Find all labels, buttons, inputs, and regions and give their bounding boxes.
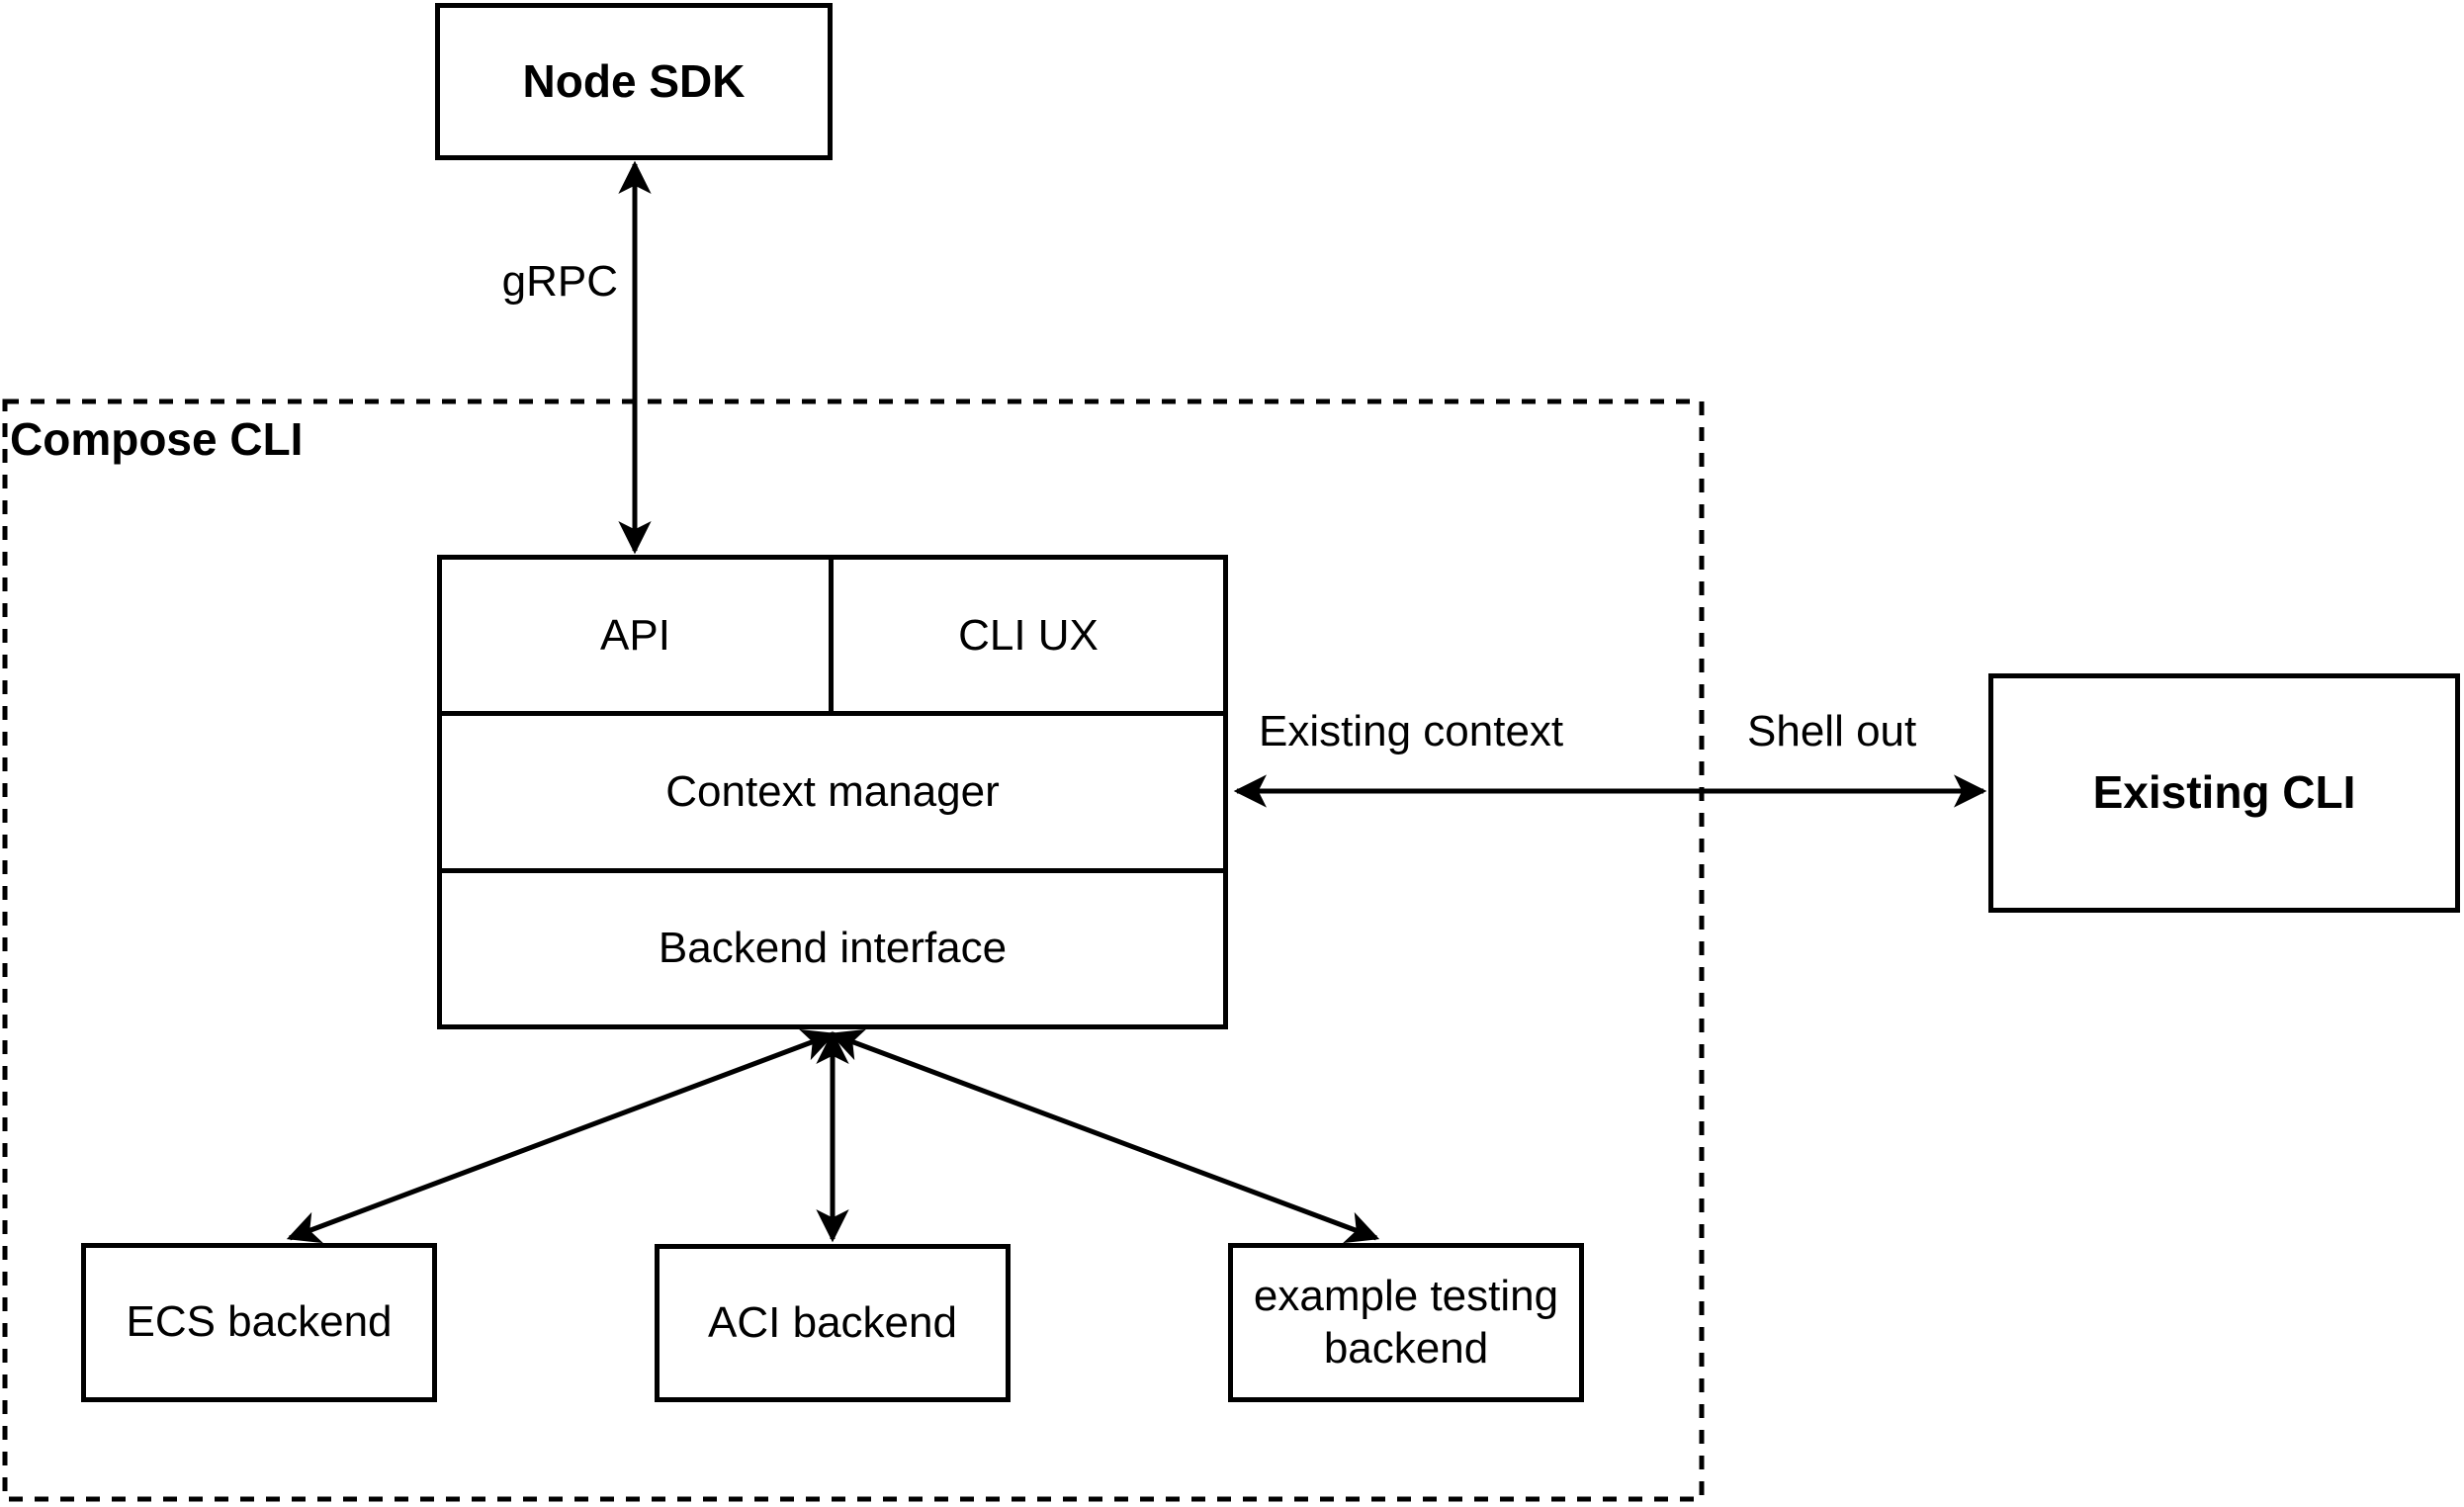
example-testing-backend-label: example testing backend <box>1253 1271 1559 1373</box>
node-sdk-label: Node SDK <box>522 54 746 107</box>
backend-interface-label: Backend interface <box>658 924 1008 973</box>
aci-backend-label: ACI backend <box>708 1297 957 1347</box>
ecs-backend-box: ECS backend <box>81 1243 437 1402</box>
cli-ux-label: CLI UX <box>958 610 1099 660</box>
shell-out-edge-label: Shell out <box>1747 707 1917 755</box>
existing-cli-box: Existing CLI <box>1988 673 2460 913</box>
aci-backend-box: ACI backend <box>655 1244 1011 1402</box>
cli-ux-cell: CLI UX <box>834 560 1223 711</box>
grpc-edge-label: gRPC <box>501 257 618 306</box>
api-cell: API <box>442 560 834 712</box>
compose-cli-container-label: Compose CLI <box>10 413 304 465</box>
existing-cli-label: Existing CLI <box>2092 766 2356 819</box>
ecs-backend-arrow <box>286 1028 836 1244</box>
ecs-backend-label: ECS backend <box>126 1297 393 1347</box>
backend-interface-cell: Backend interface <box>442 867 1223 1024</box>
context-manager-cell: Context manager <box>442 711 1223 867</box>
existing-context-edge-label: Existing context <box>1259 707 1564 755</box>
compose-cli-core-box: API CLI UX Context manager Backend inter… <box>437 555 1228 1029</box>
node-sdk-box: Node SDK <box>435 3 833 160</box>
compose-cli-container-border <box>2 399 1705 1502</box>
context-manager-label: Context manager <box>665 766 1000 816</box>
example-testing-backend-box: example testing backend <box>1228 1243 1584 1402</box>
example-backend-arrow <box>829 1028 1380 1244</box>
api-cliux-row: API CLI UX <box>442 560 1223 712</box>
api-label: API <box>600 610 670 660</box>
